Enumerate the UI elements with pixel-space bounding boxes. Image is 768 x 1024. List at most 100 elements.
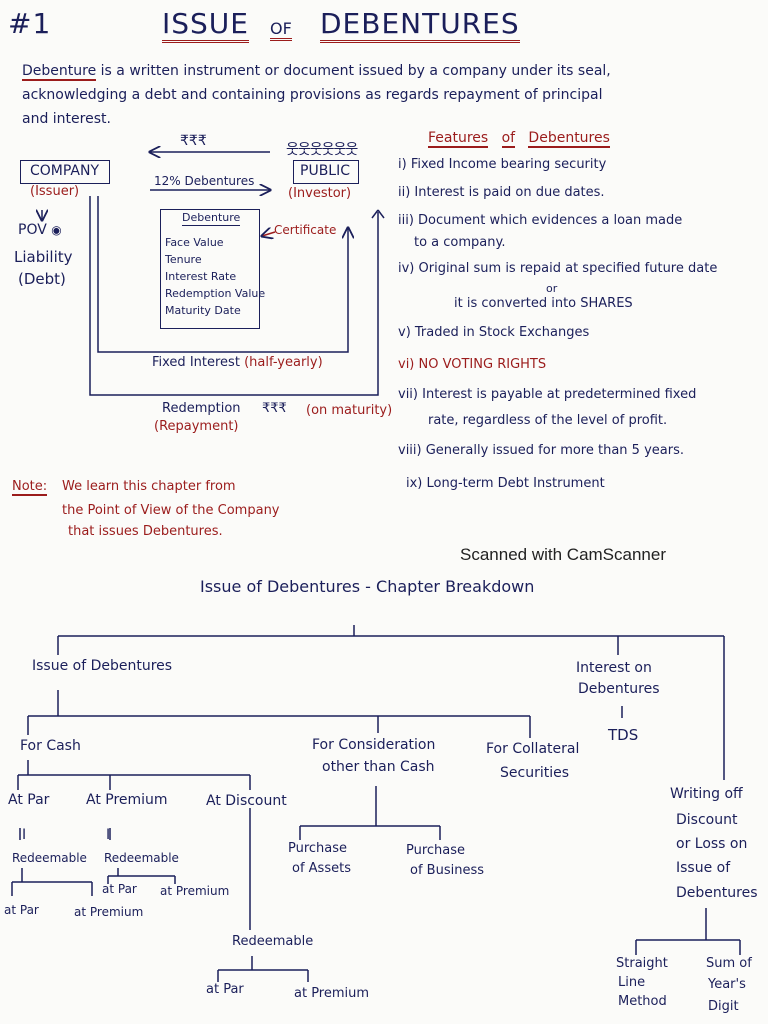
node-issue-of-debentures: Issue of Debentures [32,658,173,674]
node-at-par: At Par [8,792,50,808]
feature-4-or: or [546,282,558,295]
node-writeoff-2: Discount [676,812,738,828]
feature-9: ix) Long-term Debt Instrument [406,476,605,491]
investor-label: (Investor) [288,186,352,201]
leaf-discount-at-premium: at Premium [294,986,370,1001]
feature-6: vi) NO VOTING RIGHTS [398,357,547,372]
node-interest-debentures: Debentures [578,681,660,697]
feature-1: i) Fixed Income bearing security [398,157,607,172]
issuer-label: (Issuer) [30,184,80,199]
public-box [293,160,359,184]
definition-text-1: is a written instrument or document issu… [100,63,611,79]
company-label: COMPANY [30,163,100,179]
leaf-sum-of-years-1: Sum of [706,956,752,971]
note-line-1: We learn this chapter from [62,479,236,494]
note-line-2: the Point of View of the Company [62,503,280,518]
company-box [20,160,110,184]
features-heading: Features of Debentures [428,130,610,148]
leaf-par-at-premium: at Premium [74,905,144,919]
note-label: Note: [12,479,48,496]
node-at-premium: At Premium [86,792,168,808]
definition-line-2: acknowledging a debt and containing prov… [22,87,603,103]
definition-line-3: and interest. [22,111,111,127]
repayment-label: (Repayment) [154,419,239,434]
node-for-cash: For Cash [20,738,81,754]
node-interest-on: Interest on [576,660,652,676]
features-heading-c: Debentures [528,130,610,148]
rupees-bottom: ₹₹₹ [262,401,287,416]
node-writeoff-4: Issue of [676,860,731,876]
leaf-premium-at-premium: at Premium [160,884,230,898]
cert-item-maturity-date: Maturity Date [165,304,241,317]
leaf-sum-of-years-2: Year's [708,977,746,992]
node-collateral-b: Securities [500,765,570,781]
title-debentures: DEBENTURES [320,7,520,44]
node-writeoff-1: Writing off [670,786,743,802]
feature-7b: rate, regardless of the level of profit. [428,413,668,428]
leaf-discount-at-par: at Par [206,982,244,997]
leaf-par-at-par: at Par [4,903,39,917]
node-discount-redeemable: Redeemable [232,934,314,949]
leaf-straight-line-2: Line [618,975,646,990]
node-purchase-business-b: of Business [410,863,484,878]
features-heading-a: Features [428,130,489,148]
leaf-straight-line-1: Straight [616,956,668,971]
feature-4a: iv) Original sum is repaid at specified … [398,261,718,276]
rupees-top: ₹₹₹ [180,133,207,149]
node-at-discount: At Discount [206,793,287,809]
on-maturity-label: (on maturity) [306,403,393,418]
features-heading-b: of [501,130,516,148]
redemption-label: Redemption [162,401,241,416]
debt-label: (Debt) [18,270,66,288]
scanner-watermark: Scanned with CamScanner [460,545,667,564]
node-consideration-b: other than Cash [322,759,435,775]
fixed-interest-text: Fixed Interest [152,355,240,370]
liability-label: Liability [14,248,73,266]
node-consideration-a: For Consideration [312,737,436,753]
feature-8: viii) Generally issued for more than 5 y… [398,443,684,458]
node-purchase-assets-b: of Assets [292,861,351,876]
feature-4b: it is converted into SHARES [454,296,633,311]
pov-text: POV [18,222,47,238]
node-par-redeemable: Redeemable [12,851,87,865]
half-yearly-text: (half-yearly) [244,355,323,370]
pov-label: POV ◉ [18,222,62,238]
title-of: OF [270,19,292,42]
page-number: #1 [8,7,52,40]
title-issue: ISSUE [162,7,249,44]
redemption-loop [89,196,379,396]
node-premium-redeemable: Redeemable [104,851,179,865]
people-icon: 웃웃웃웃웃웃 [286,142,358,158]
public-label: PUBLIC [300,163,350,179]
tick-at-premium: I [106,827,111,843]
leaf-straight-line-3: Method [618,994,667,1009]
feature-3a: iii) Document which evidences a loan mad… [398,213,683,228]
node-writeoff-3: or Loss on [676,836,748,852]
cert-item-interest-rate: Interest Rate [165,270,237,283]
breakdown-title: Issue of Debentures - Chapter Breakdown [200,577,535,596]
definition-term: Debenture [22,63,97,81]
node-purchase-business-a: Purchase [406,843,466,858]
leaf-premium-at-par: at Par [102,882,137,896]
feature-2: ii) Interest is paid on due dates. [398,185,605,200]
node-purchase-assets-a: Purchase [288,841,348,856]
fixed-interest-loop [97,196,348,353]
cert-item-redemption-value: Redemption Value [165,287,266,300]
tick-at-par: I [22,827,27,843]
cert-item-face-value: Face Value [165,236,224,249]
feature-3b: to a company. [414,235,506,250]
certificate-title: Debenture [182,211,241,226]
certificate-box [160,209,260,329]
feature-7a: vii) Interest is payable at predetermine… [398,387,697,402]
leaf-sum-of-years-3: Digit [708,999,739,1014]
node-collateral-a: For Collateral [486,741,580,757]
debentures-12-label: 12% Debentures [154,174,255,188]
definition-line-1: Debenture is a written instrument or doc… [22,63,611,81]
certificate-label: Certificate [274,223,337,237]
node-writeoff-5: Debentures [676,885,758,901]
note-label-text: Note: [12,479,48,496]
cert-item-tenure: Tenure [165,253,202,266]
feature-5: v) Traded in Stock Exchanges [398,325,590,340]
note-line-3: that issues Debentures. [68,524,223,539]
